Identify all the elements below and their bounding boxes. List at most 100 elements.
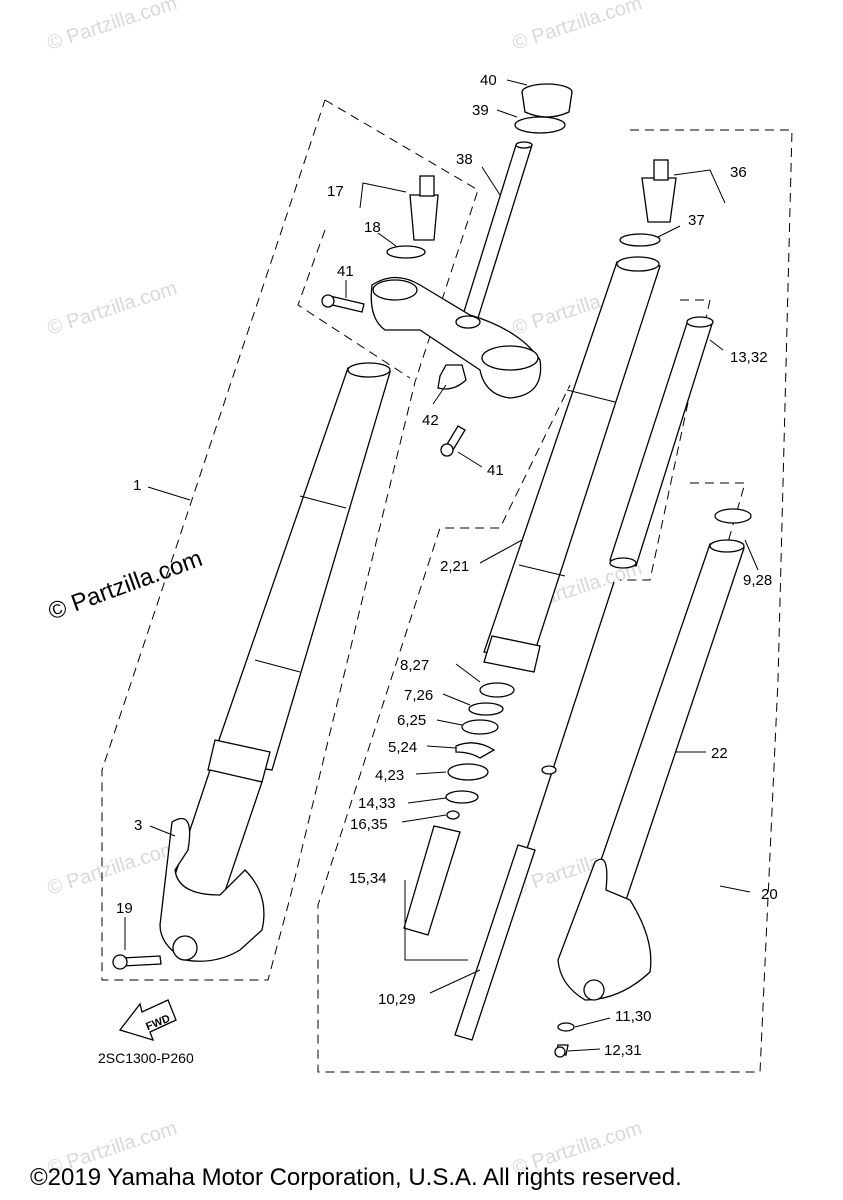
bolt-19 bbox=[121, 955, 162, 967]
nut-16 bbox=[446, 810, 460, 820]
label-2-21: 2,21 bbox=[440, 558, 469, 575]
cap-42 bbox=[437, 364, 467, 390]
leader bbox=[479, 539, 523, 564]
leader bbox=[432, 384, 447, 405]
leader bbox=[415, 771, 447, 775]
leader bbox=[455, 663, 481, 683]
label-16-35: 16,35 bbox=[350, 816, 388, 833]
inner-tube-22 bbox=[589, 543, 745, 901]
label-40: 40 bbox=[480, 72, 497, 89]
leader bbox=[407, 797, 447, 804]
o-ring-37 bbox=[619, 233, 661, 247]
label-3: 3 bbox=[134, 817, 142, 834]
label-14-33: 14,33 bbox=[358, 795, 396, 812]
fwd-arrow-icon bbox=[118, 999, 177, 1042]
label-5-24: 5,24 bbox=[388, 739, 417, 756]
left-adjuster bbox=[386, 175, 439, 259]
bushing-8 bbox=[479, 682, 515, 698]
left-axle-hole bbox=[172, 935, 198, 961]
right-tube-band bbox=[566, 389, 616, 403]
label-13-32: 13,32 bbox=[730, 349, 768, 366]
washer-7 bbox=[468, 702, 504, 716]
washer-11 bbox=[557, 1022, 575, 1032]
leader bbox=[149, 825, 176, 837]
label-41-upper: 41 bbox=[337, 263, 354, 280]
clip-5 bbox=[455, 742, 496, 759]
watermark: © Partzilla.com bbox=[45, 277, 180, 340]
leader bbox=[567, 1048, 601, 1052]
bracket-stem-hole bbox=[455, 315, 481, 329]
left-fork-assembly bbox=[112, 362, 391, 970]
label-12-31: 12,31 bbox=[604, 1042, 642, 1059]
label-42: 42 bbox=[422, 412, 439, 429]
adjuster-17-cap bbox=[419, 175, 435, 197]
label-15-34: 15,34 bbox=[349, 870, 387, 887]
stem-top bbox=[515, 141, 533, 149]
right-fork-outline bbox=[317, 129, 793, 1073]
leader bbox=[496, 109, 518, 118]
spring-bottom-coil bbox=[609, 557, 637, 569]
adjuster-17 bbox=[409, 194, 439, 241]
label-22: 22 bbox=[711, 745, 728, 762]
copyright: ©2019 Yamaha Motor Corporation, U.S.A. A… bbox=[30, 1164, 682, 1191]
right-adjuster bbox=[619, 159, 677, 247]
rod-nut bbox=[541, 765, 557, 775]
part-labels: 40 39 38 17 18 36 37 41 41 42 13,32 1 2,… bbox=[116, 72, 778, 1059]
label-20: 20 bbox=[761, 886, 778, 903]
group-outlines bbox=[101, 99, 793, 1073]
label-7-26: 7,26 bbox=[404, 687, 433, 704]
label-8-27: 8,27 bbox=[400, 657, 429, 674]
label-10-29: 10,29 bbox=[378, 991, 416, 1008]
label-39: 39 bbox=[472, 102, 489, 119]
damper-cylinder-10 bbox=[454, 844, 536, 1041]
label-4-23: 4,23 bbox=[375, 767, 404, 784]
washer-39 bbox=[514, 116, 566, 134]
label-9-28: 9,28 bbox=[743, 572, 772, 589]
right-tube-band bbox=[518, 564, 566, 577]
leader bbox=[744, 539, 759, 571]
leader bbox=[429, 969, 481, 994]
left-tube-band bbox=[254, 659, 301, 673]
right-axle-hole bbox=[583, 979, 605, 1001]
partzilla-watermark: © Partzilla.com bbox=[45, 545, 206, 626]
left-outer-tube-top bbox=[347, 362, 391, 378]
label-41-lower: 41 bbox=[487, 462, 504, 479]
right-outer-tube bbox=[483, 256, 661, 673]
label-18: 18 bbox=[364, 219, 381, 236]
leader bbox=[506, 79, 528, 86]
bolt-41-lower-head bbox=[440, 443, 454, 457]
bracket-left-clamp bbox=[372, 279, 418, 301]
tube-outline bbox=[690, 482, 746, 571]
right-tube-collar bbox=[483, 635, 541, 673]
leader bbox=[147, 486, 191, 501]
damper-rod bbox=[519, 581, 615, 871]
adjuster-36 bbox=[641, 177, 677, 223]
seal-14 bbox=[445, 790, 479, 804]
leader bbox=[436, 719, 463, 726]
watermark: © Partzilla.com bbox=[510, 0, 645, 55]
label-1: 1 bbox=[133, 477, 141, 494]
stem-shaft-38 bbox=[461, 144, 533, 319]
spring-top-coil bbox=[686, 316, 714, 328]
steering-stem bbox=[321, 83, 573, 457]
leader bbox=[709, 339, 724, 351]
leader bbox=[377, 232, 397, 247]
label-19: 19 bbox=[116, 900, 133, 917]
fwd-arrow: FWD bbox=[118, 999, 177, 1042]
leader bbox=[481, 166, 501, 196]
leader bbox=[673, 169, 726, 204]
leader bbox=[442, 693, 471, 706]
label-36: 36 bbox=[730, 164, 747, 181]
label-6-25: 6,25 bbox=[397, 712, 426, 729]
label-11-30: 11,30 bbox=[615, 1008, 651, 1025]
spring-and-rod bbox=[454, 316, 714, 1041]
leader bbox=[401, 814, 447, 823]
o-ring-18 bbox=[386, 245, 426, 259]
leader bbox=[574, 1017, 611, 1028]
bolt-12-head bbox=[554, 1046, 566, 1058]
leader bbox=[457, 451, 483, 468]
label-37: 37 bbox=[688, 212, 705, 229]
ring-nut-40-body bbox=[521, 91, 573, 118]
inner-outline bbox=[620, 299, 711, 581]
